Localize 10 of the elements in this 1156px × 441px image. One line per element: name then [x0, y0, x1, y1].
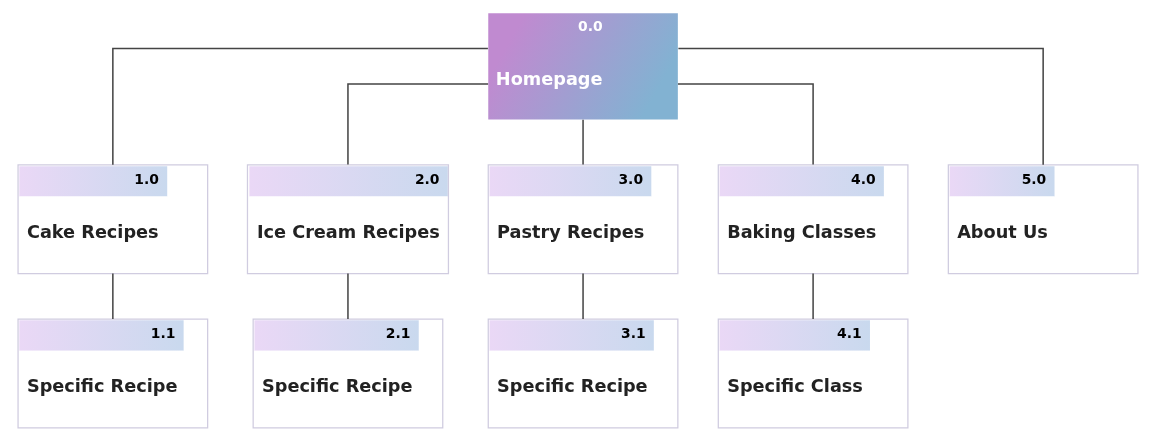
connector [582, 119, 584, 166]
connector [112, 272, 114, 320]
connector [677, 47, 1044, 166]
connector [112, 47, 489, 166]
connector [582, 272, 584, 320]
connector [812, 272, 814, 320]
connector [347, 83, 489, 166]
connector [347, 272, 349, 320]
connector [677, 83, 814, 166]
node-box: 0.0 Homepage [488, 13, 678, 120]
